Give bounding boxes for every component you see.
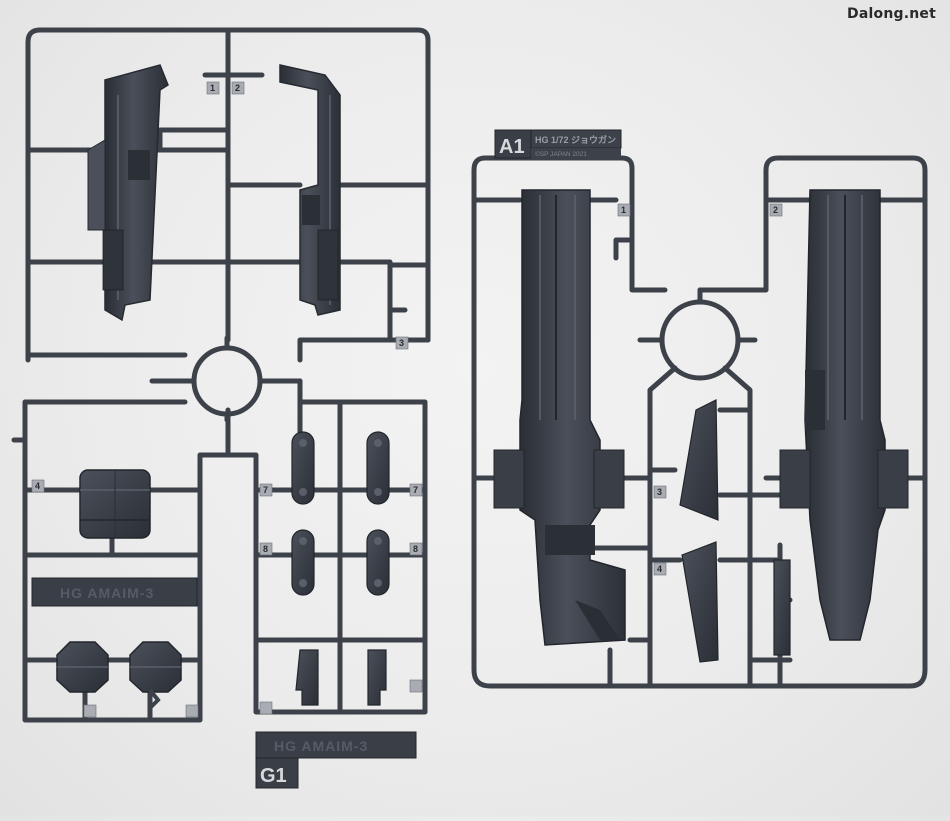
- part-number-label: 8: [263, 544, 268, 554]
- part-number-label: 1: [210, 83, 215, 93]
- rifle-barrel-2: [779, 189, 909, 641]
- octagon-part-1: [56, 641, 109, 693]
- drum-part: [79, 469, 151, 539]
- left-sprue-ring: [191, 345, 263, 417]
- sprue-title: HG 1/72 ジョウガン: [535, 134, 616, 145]
- fin-parts: [679, 399, 791, 663]
- right-sprue: [471, 155, 928, 689]
- part-number-label: 3: [399, 338, 404, 348]
- sprue-tag-a1: A1: [499, 136, 525, 158]
- left-sprue: [11, 27, 431, 723]
- left-sprue-frame: [25, 27, 431, 363]
- right-part-number-tabs: [617, 203, 783, 576]
- sprue-copyright: ©SP JAPAN 2021: [535, 150, 587, 158]
- left-gun-part-2: [279, 64, 341, 316]
- part-number-label: 7: [263, 485, 268, 495]
- watermark: Dalong.net: [847, 6, 936, 22]
- octagon-part-2: [129, 641, 182, 710]
- part-number-label: 7: [413, 485, 418, 495]
- nameplate-text: HG AMAIM-3: [274, 738, 368, 754]
- part-number-label: 2: [773, 205, 778, 215]
- clip-parts: [295, 649, 387, 706]
- link-parts: [291, 431, 390, 596]
- part-number-label: 8: [413, 544, 418, 554]
- left-part-number-tabs: [31, 81, 423, 718]
- left-gun-part-1: [87, 64, 169, 322]
- sprue-tag-g1: G1: [260, 765, 287, 787]
- part-number-label: 4: [657, 564, 662, 574]
- part-number-label: 3: [657, 487, 662, 497]
- nameplate-bottom: HG AMAIM-3 G1: [255, 731, 417, 789]
- right-sprue-header: A1 HG 1/72 ジョウガン ©SP JAPAN 2021: [494, 129, 622, 159]
- nameplate-left: HG AMAIM-3: [31, 577, 198, 607]
- nameplate-text: HG AMAIM-3: [60, 585, 154, 601]
- part-number-label: 2: [235, 83, 240, 93]
- rifle-barrel-1: [493, 189, 626, 646]
- part-number-label: 4: [35, 481, 40, 491]
- part-number-label: 1: [621, 205, 626, 215]
